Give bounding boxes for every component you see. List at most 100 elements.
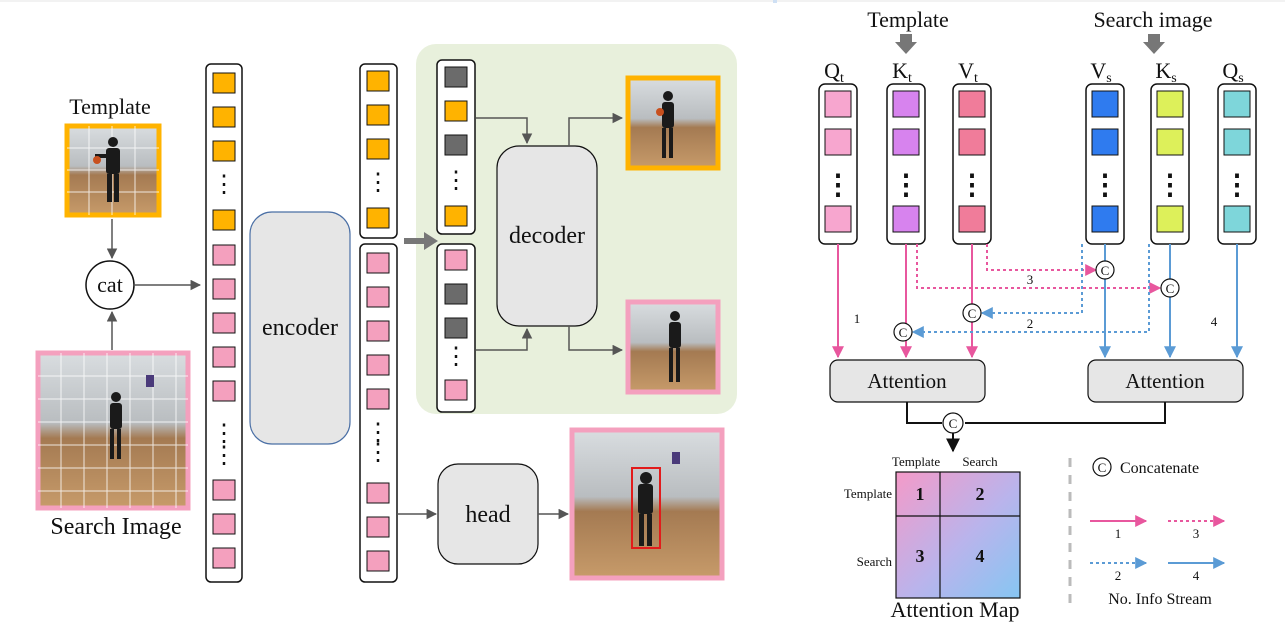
query-a-to-decoder-arrow xyxy=(476,117,533,145)
qkv-token xyxy=(1156,128,1184,156)
qkv-token xyxy=(1223,128,1251,156)
stream-3-kt xyxy=(916,244,1162,294)
qkv-token xyxy=(958,128,986,156)
stream-concat-nodes: C C C C xyxy=(893,260,1180,342)
stream-number-3: 3 xyxy=(1027,272,1034,287)
legend-concat-label: Concatenate xyxy=(1120,460,1199,477)
map-cell-2: 2 xyxy=(976,484,985,504)
decoder-query-dots-b: ⋮ xyxy=(444,344,468,370)
template-token xyxy=(212,209,236,231)
decoder-query-tokens-a xyxy=(444,66,468,227)
stream-2-vs xyxy=(980,244,1083,319)
concat-node-vs xyxy=(1095,260,1115,280)
template-input-arrow xyxy=(895,34,917,54)
qkv-token xyxy=(1091,128,1119,156)
map-col-search: Search xyxy=(962,454,998,469)
right-search-label: Search image xyxy=(1093,7,1212,32)
encoded-search-dots-b: ⋮ xyxy=(366,440,390,466)
decoder-to-search-out-arrow xyxy=(568,326,624,356)
qkv-dots: ⋮ xyxy=(1091,170,1119,201)
map-col-template: Template xyxy=(892,454,940,469)
concat-node-ks xyxy=(1160,278,1180,298)
legend-number-1: 1 xyxy=(1115,526,1122,541)
qkv-token xyxy=(1091,205,1119,233)
attention-map xyxy=(895,471,1021,599)
qkv-token xyxy=(1223,205,1251,233)
qkv-token xyxy=(958,90,986,118)
attention-label-template: Attention xyxy=(867,369,947,393)
decoded-template-image xyxy=(625,75,721,171)
qkv-token xyxy=(824,128,852,156)
decoded-search-image xyxy=(625,299,721,395)
query-token xyxy=(444,134,468,156)
search-image xyxy=(35,350,191,511)
concat-symbol-kt: C xyxy=(899,325,908,340)
query-token xyxy=(444,283,468,305)
template-image xyxy=(64,123,162,218)
query-token xyxy=(444,66,468,88)
qkv-header: Ks xyxy=(1155,58,1176,86)
stream-number-1: 1 xyxy=(854,311,861,326)
qkv-token xyxy=(1156,90,1184,118)
template-token xyxy=(444,100,468,122)
qkv-token xyxy=(1223,90,1251,118)
decoder-query-dots-a: ⋮ xyxy=(444,168,468,194)
search-token xyxy=(366,388,390,410)
qkv-header: Vs xyxy=(1090,58,1111,86)
legend-title: No. Info Stream xyxy=(1108,591,1212,608)
qkv-token xyxy=(892,90,920,118)
template-token xyxy=(212,72,236,94)
qkv-dots: ⋮ xyxy=(892,170,920,201)
decoder-query-tokens-b xyxy=(444,249,468,401)
input-tokens xyxy=(212,72,236,569)
search-image-label: Search Image xyxy=(50,514,181,540)
decoder-block xyxy=(496,145,598,327)
encoded-search-dots-a: ⋮ xyxy=(366,420,390,446)
search-token xyxy=(366,550,390,572)
search-token xyxy=(444,249,468,271)
qkv-token xyxy=(1156,205,1184,233)
query-token xyxy=(444,317,468,339)
concat-node-vt xyxy=(962,303,982,323)
template-token xyxy=(212,106,236,128)
qkv-dots: ⋮ xyxy=(824,170,852,201)
template-token xyxy=(366,70,390,92)
concat-symbol-vt: C xyxy=(968,306,977,321)
search-token xyxy=(444,379,468,401)
qkv-header: Qs xyxy=(1222,58,1243,86)
qkv-header: Kt xyxy=(892,58,912,86)
template-label: Template xyxy=(69,94,151,119)
search-token xyxy=(212,547,236,569)
concat-node-kt xyxy=(893,322,913,342)
attention-concat-symbol: C xyxy=(949,416,958,431)
search-token xyxy=(212,513,236,535)
template-token xyxy=(366,138,390,160)
legend-concat-symbol: C xyxy=(1098,460,1107,475)
search-token xyxy=(366,354,390,376)
qkv-columns: ⋮Qt⋮Kt⋮Vt⋮Vs⋮Ks⋮Qs xyxy=(818,58,1257,245)
qkv-token xyxy=(824,205,852,233)
encoder-block xyxy=(249,211,351,445)
search-token xyxy=(366,320,390,342)
template-token xyxy=(366,207,390,229)
map-cell-4: 4 xyxy=(976,546,985,566)
map-cell-1: 1 xyxy=(916,484,925,504)
legend-number-4: 4 xyxy=(1193,568,1200,583)
qkv-header: Qt xyxy=(824,58,844,86)
template-token xyxy=(366,104,390,126)
attention-template-merge-line xyxy=(906,402,942,424)
input-search-dots-b: ⋮ xyxy=(212,443,236,469)
legend-number-3: 3 xyxy=(1193,526,1200,541)
cat-node xyxy=(85,260,135,310)
right-template-label: Template xyxy=(867,7,949,32)
legend-number-2: 2 xyxy=(1115,568,1122,583)
search-token xyxy=(366,286,390,308)
stream-3-vt xyxy=(986,244,1098,276)
head-label: head xyxy=(465,502,510,528)
encoder-label: encoder xyxy=(262,315,338,341)
map-row-search: Search xyxy=(857,554,893,569)
qkv-token xyxy=(824,90,852,118)
search-token xyxy=(212,278,236,300)
cat-label: cat xyxy=(97,272,123,297)
